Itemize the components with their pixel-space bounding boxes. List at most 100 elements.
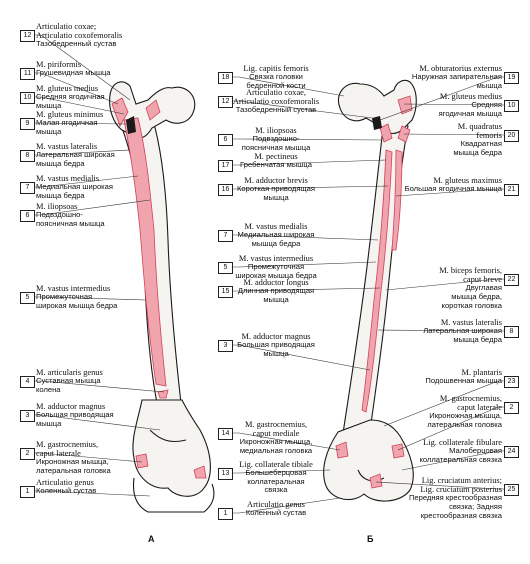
right-label-number: 2: [504, 402, 519, 414]
russian-term: Коленный сустав: [36, 486, 97, 496]
leader-line: [35, 175, 139, 188]
leader-line: [35, 34, 131, 101]
leader-line: [385, 278, 504, 291]
middle-label-number: 17: [218, 160, 233, 172]
russian-term: Подошвенная мышца: [425, 376, 502, 386]
russian-term: Большеберцовая коллатеральная связка: [245, 468, 307, 495]
panel-label-b: Б: [367, 534, 374, 544]
left-label-number: 12: [20, 30, 35, 42]
latin-term: M. vastus intermedius: [36, 284, 111, 293]
latin-term: M. adductor magnus: [241, 332, 311, 341]
leader-line: [233, 185, 389, 190]
latin-term: M. piriformis: [36, 60, 82, 69]
left-label-number: 6: [20, 210, 35, 222]
latin-term: M. adductor magnus: [36, 402, 106, 411]
russian-term: Тазобедренный сустав: [36, 39, 117, 49]
left-label-number: 2: [20, 448, 35, 460]
left-label-number: 4: [20, 376, 35, 388]
latin-term: M. gastrocnemius, caput mediale: [244, 420, 308, 439]
panel-label-a: А: [148, 534, 155, 544]
left-label-number: 8: [20, 150, 35, 162]
right-label-number: 24: [504, 446, 519, 458]
leader-line: [403, 133, 504, 136]
leader-line: [233, 469, 331, 474]
latin-term: M. gluteus medius: [36, 84, 99, 93]
latin-term: Lig. collaterale tibiale: [239, 460, 313, 469]
russian-term: Средняя ягодичная мышца: [36, 92, 105, 110]
russian-term: Передняя крестообразная связка; Задняя к…: [408, 493, 502, 520]
russian-term: Квадратная мышца бедра: [453, 139, 502, 157]
leader-line: [233, 287, 381, 292]
hip-joint-dark-left: [126, 116, 136, 134]
leader-line: [35, 149, 131, 156]
leader-line: [397, 406, 504, 451]
latin-term: Articulatio coxae; Articulatio coxofemor…: [36, 22, 123, 41]
leader-line: [233, 261, 377, 268]
latin-term: Lig. collaterale fibulare: [423, 438, 502, 447]
russian-term: Промежуточная широкая мышца бедра: [235, 262, 317, 280]
leader-line: [379, 76, 504, 121]
right-label-number: 8: [504, 326, 519, 338]
middle-label-number: 16: [218, 184, 233, 196]
latin-term: M. gluteus medius: [439, 92, 502, 101]
left-label: Articulatio coxae; Articulatio coxofemor…: [36, 22, 144, 49]
leader-line: [35, 296, 147, 301]
latin-term: M. plantaris: [461, 368, 502, 377]
middle-label-number: 1: [218, 508, 233, 520]
leader-line: [233, 76, 345, 97]
latin-term: M. quadratus femoris: [457, 122, 502, 141]
hip-joint-dark-right: [372, 116, 382, 130]
leader-line: [35, 414, 161, 431]
latin-term: Articulatio coxae, Articulatio coxofemor…: [232, 88, 320, 107]
latin-term: Articulatio genus: [247, 500, 305, 509]
middle-label-number: 13: [218, 468, 233, 480]
leader-line: [233, 432, 341, 451]
russian-term: Латеральная широкая мышца бедра: [36, 150, 115, 168]
russian-term: Суставная мышца колена: [36, 376, 101, 394]
left-label-number: 11: [20, 68, 35, 80]
russian-term: Гребенчатая мышца: [240, 160, 312, 170]
latin-term: M. gluteus minimus: [36, 110, 104, 119]
latin-term: M. vastus medialis: [244, 222, 308, 231]
russian-term: Большая приводящая мышца: [237, 340, 315, 358]
right-label-number: 10: [504, 100, 519, 112]
russian-term: Короткая приводящая мышца: [236, 184, 316, 202]
muscle-attachments-anterior: [111, 97, 207, 479]
russian-term: Медиальная широкая мышца бедра: [36, 182, 113, 200]
middle-label: Articulatio coxae, Articulatio coxofemor…: [220, 88, 332, 115]
russian-term: Наружная запирательная мышца: [411, 72, 502, 90]
latin-term: Lig. cruciatum anterius; Lig. cruciatum …: [420, 476, 502, 495]
femur-posterior: [323, 79, 417, 502]
russian-term: Длинная приводящая мышца: [237, 286, 315, 304]
latin-term: M. vastus lateralis: [36, 142, 98, 151]
russian-term: Связка головки бедренной кости: [246, 72, 306, 90]
russian-term: Икроножная мышца, медиальная головка: [239, 437, 313, 455]
left-label-number: 3: [20, 410, 35, 422]
leader-line: [35, 122, 127, 125]
leader-line: [233, 497, 341, 514]
russian-term: Двуглавая мышца бедра, короткая головка: [441, 283, 502, 310]
latin-term: M. vastus lateralis: [440, 318, 502, 327]
middle-label-number: 7: [218, 230, 233, 242]
russian-term: Коленный сустав: [245, 508, 307, 518]
left-label-number: 5: [20, 292, 35, 304]
